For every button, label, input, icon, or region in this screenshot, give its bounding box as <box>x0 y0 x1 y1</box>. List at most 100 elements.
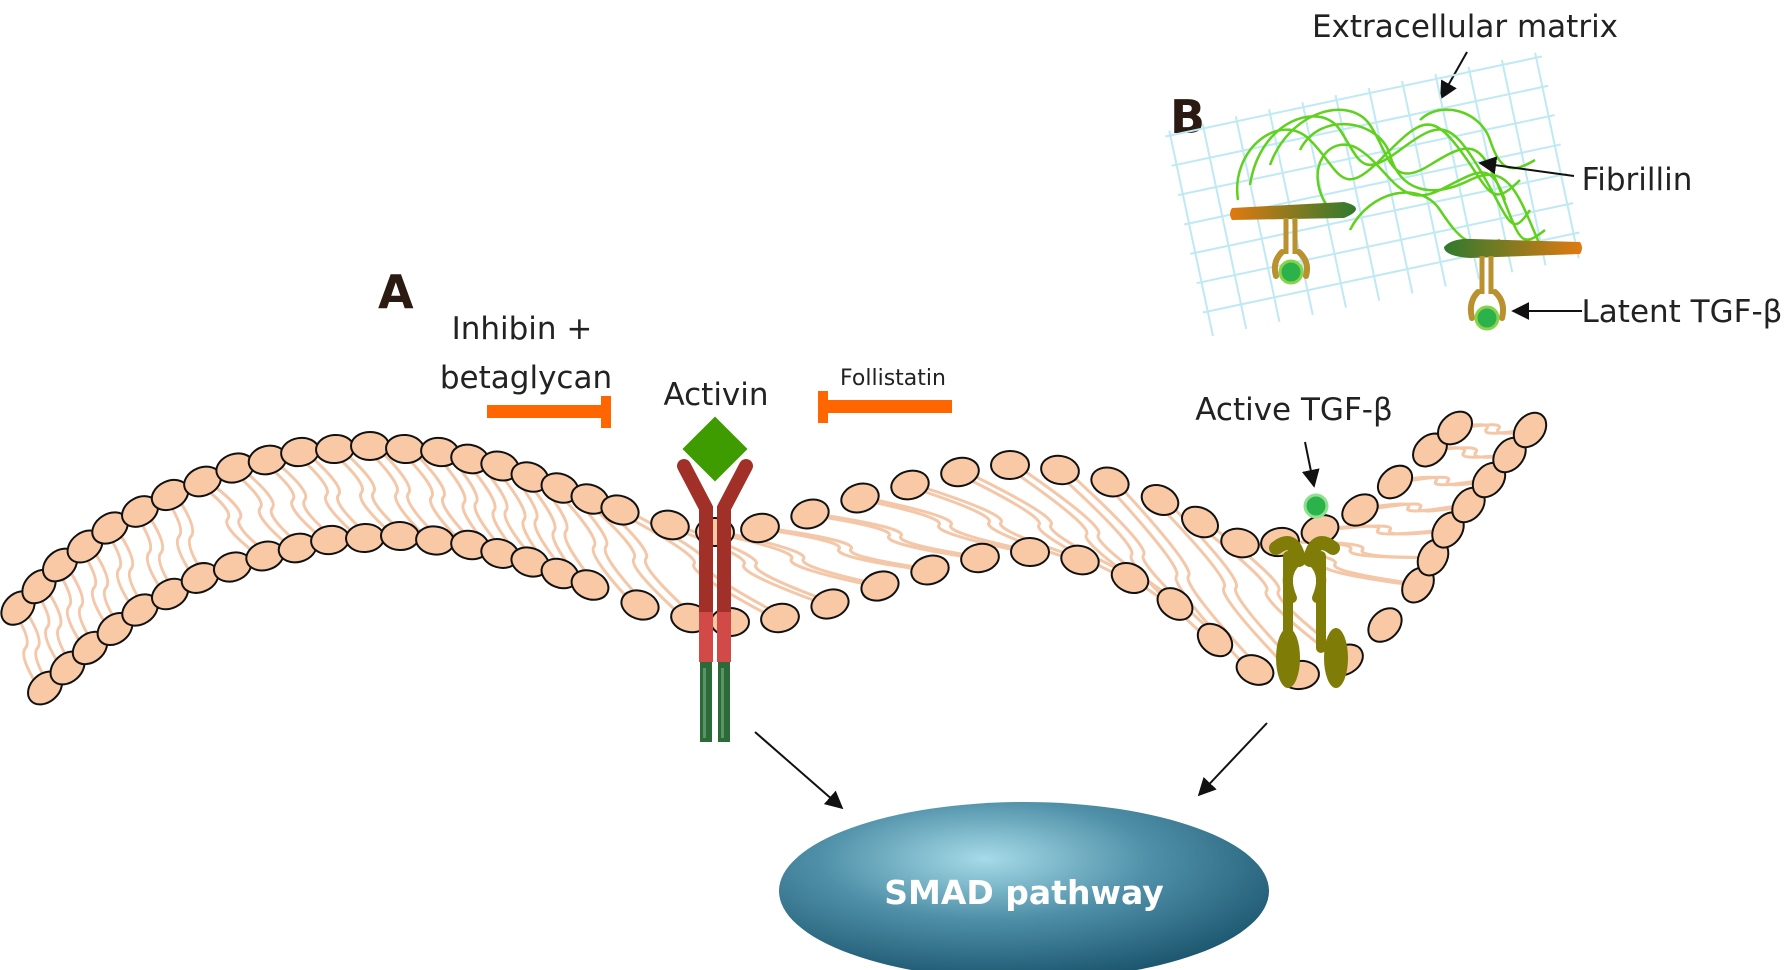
lipid-tail <box>272 458 337 542</box>
phospholipid-head <box>380 520 420 552</box>
lipid-tail <box>144 510 178 595</box>
lipid-tail <box>102 527 136 611</box>
activin-ligand <box>682 416 748 482</box>
lipid-tail <box>1325 524 1455 536</box>
follistatin-label: Follistatin <box>840 366 946 391</box>
phospholipid-head <box>350 431 390 461</box>
inhibin-inhibition-symbol <box>487 396 611 428</box>
phospholipid-head <box>940 456 980 488</box>
latent-tgf-beta-label: Latent TGF-β <box>1582 294 1783 330</box>
phospholipid-heads <box>0 410 1548 706</box>
phospholipid-head <box>600 494 640 526</box>
cell-membrane-lipid-bilayer <box>0 410 1548 706</box>
phospholipid-head <box>1156 587 1194 621</box>
lipid-tail <box>720 530 887 588</box>
lipid-tail <box>10 607 41 689</box>
lipid-tail <box>462 458 526 563</box>
lipid-tail <box>1152 498 1296 677</box>
lipid-tail <box>582 497 686 620</box>
lipid-tail <box>397 447 466 547</box>
phospholipid-head <box>740 512 780 544</box>
phospholipid-head <box>1090 466 1130 498</box>
lipid-tail <box>174 494 208 579</box>
lipid-tail <box>444 451 508 555</box>
lipid-tail <box>52 564 86 649</box>
phospholipid-head <box>1341 493 1379 527</box>
lipid-tail <box>293 450 360 540</box>
lipid-tail <box>853 496 1025 554</box>
lipid-tail <box>89 545 123 630</box>
extracellular-matrix-grid <box>1165 52 1580 337</box>
lipid-tail <box>815 512 987 560</box>
lipid-tail <box>240 466 305 550</box>
lipid-tail <box>339 447 408 538</box>
phospholipid-head <box>570 569 610 601</box>
lipid-tail <box>803 512 975 560</box>
phospholipid-head <box>1436 410 1474 446</box>
phospholipid-head <box>910 554 950 586</box>
smad-pathway-label: SMAD pathway <box>884 873 1163 912</box>
lipid-tail <box>1164 498 1308 677</box>
phospholipid-head <box>1181 505 1219 539</box>
lipid-tail <box>228 466 293 550</box>
follistatin-inhibition-symbol <box>818 391 952 423</box>
phospholipid-head <box>860 570 900 602</box>
phospholipid-head <box>1367 607 1403 643</box>
lipid-tail <box>765 526 937 572</box>
phospholipid-head <box>620 589 660 621</box>
lipid-tail <box>114 527 148 611</box>
tgf-beta-receptor <box>1269 536 1348 688</box>
matrix-grid-line <box>1165 55 1543 138</box>
lipid-tail <box>865 496 1037 554</box>
fibrillin-fiber <box>1348 191 1501 245</box>
matrix-grid-line <box>1190 172 1568 255</box>
inhibin-label-line2: betaglycan <box>440 360 612 396</box>
panel-label-a: A <box>378 265 414 319</box>
lipid-tail <box>552 486 636 607</box>
fibrillin-label: Fibrillin <box>1582 162 1693 198</box>
phospholipid-head <box>1512 411 1548 449</box>
lipid-tail <box>305 450 372 540</box>
phospholipid-head <box>1040 454 1080 486</box>
lipid-tail <box>409 447 478 547</box>
lipid-tail <box>43 585 75 669</box>
phospholipid-head <box>810 588 850 620</box>
lipid-tail <box>594 497 698 620</box>
phospholipid-head <box>760 602 800 634</box>
phospholipid-head <box>1235 654 1275 686</box>
phospholipid-head <box>1196 622 1234 658</box>
extracellular-matrix-label: Extracellular matrix <box>1312 9 1618 45</box>
activin-receptor <box>677 459 753 742</box>
lipid-tail <box>207 480 272 558</box>
lipid-tail <box>1365 502 1475 513</box>
phospholipid-head <box>1140 484 1180 516</box>
lipid-tail <box>260 458 325 542</box>
phospholipid-head <box>345 522 385 554</box>
lipid-tail <box>132 510 166 595</box>
tgf-to-smad-arrow <box>1197 722 1268 797</box>
inhibin-label-line1: Inhibin + <box>452 311 593 347</box>
phospholipid-head <box>840 482 880 514</box>
phospholipid-head <box>960 542 1000 574</box>
lipid-tail <box>162 494 196 579</box>
lipid-tail <box>474 458 538 563</box>
lipid-tail <box>1400 475 1496 487</box>
lipid-tail <box>327 447 396 538</box>
fibrillin-fiber <box>1248 115 1532 226</box>
matrix-grid-line <box>1534 52 1580 259</box>
activin-to-smad-arrow <box>754 731 844 810</box>
lipid-tail <box>195 480 260 558</box>
phospholipid-head <box>1010 536 1050 568</box>
phospholipid-head <box>790 498 830 530</box>
active-tgf-beta-ligand <box>1303 493 1329 519</box>
active-tgf-beta-label: Active TGF-β <box>1195 392 1393 428</box>
active-tgf-arrow <box>1301 441 1320 488</box>
lipid-tail <box>64 564 98 649</box>
latent-tgf-complex-1 <box>1230 202 1356 285</box>
lipid-tail <box>362 444 431 542</box>
fibrillin-fiber <box>1268 108 1546 241</box>
latent-tgf-complex-2 <box>1444 238 1582 331</box>
lipid-tail <box>1114 480 1263 672</box>
phospholipid-head <box>1110 561 1150 595</box>
